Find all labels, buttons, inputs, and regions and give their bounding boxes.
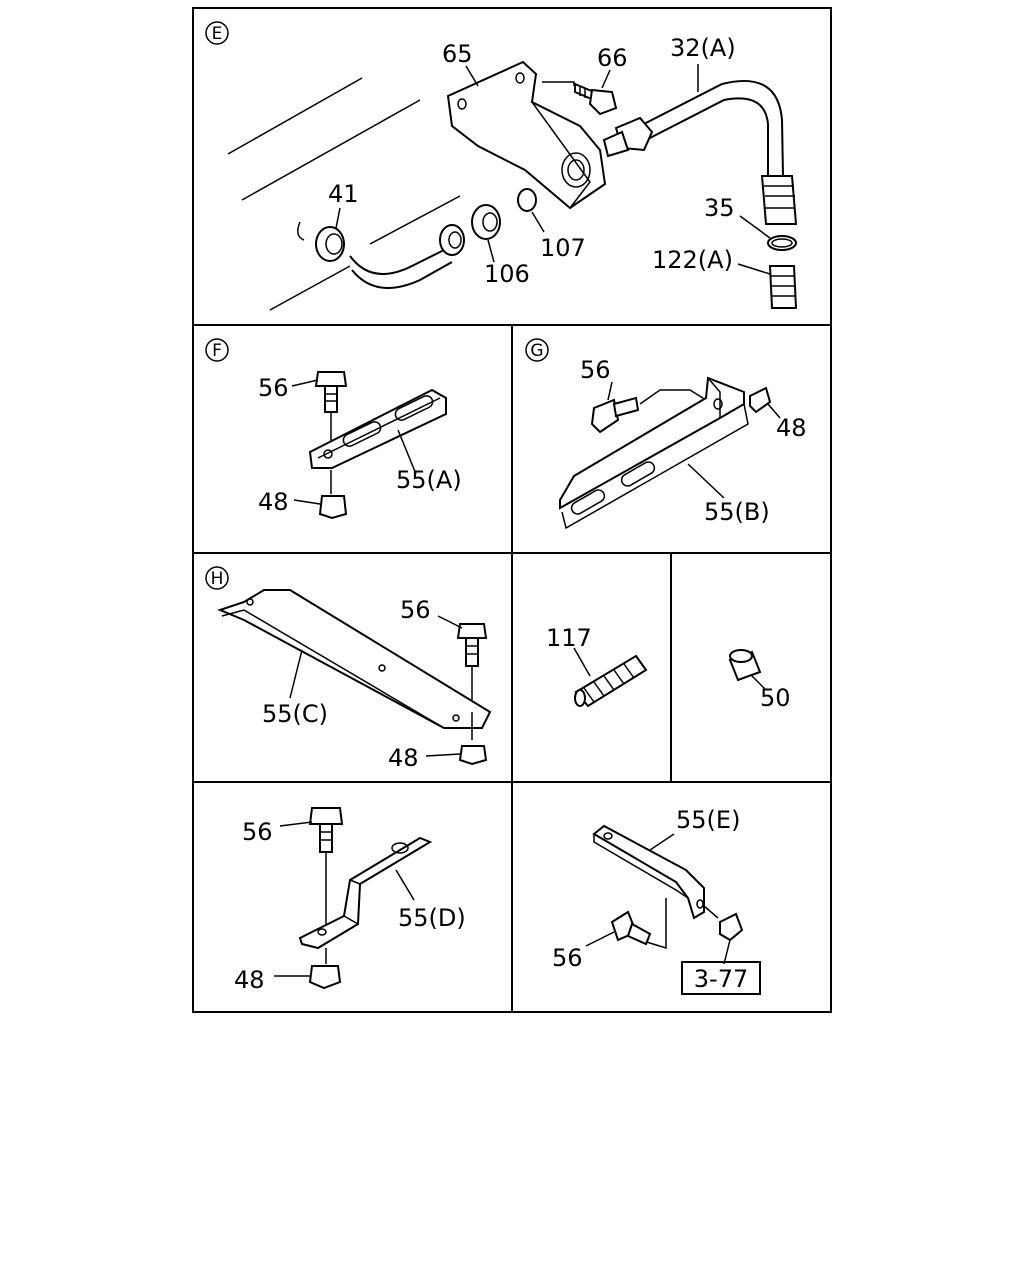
nut-48-f: [318, 470, 348, 520]
leaders-55e: [585, 833, 731, 965]
label-122a: 122(A): [652, 246, 733, 274]
label-117: 117: [546, 624, 592, 652]
label-55c: 55(C): [262, 700, 328, 728]
nut-48-h: [458, 745, 488, 766]
section-g: G 56 48 55(B): [525, 338, 807, 530]
frame-rail-lines: [227, 77, 461, 311]
fitting-122a: [768, 265, 798, 309]
label-48-g: 48: [776, 414, 807, 442]
section-f-marker: F: [205, 338, 229, 362]
section-55e: 55(E) 56 3-77: [552, 806, 761, 995]
bracket-55b: [559, 376, 749, 530]
bolt-56-g: [590, 389, 707, 434]
label-55d: 55(D): [398, 904, 466, 932]
label-56-d: 56: [242, 818, 273, 846]
label-55b: 55(B): [704, 498, 770, 526]
diagram-frame: [192, 7, 832, 1013]
bracket-55e: [592, 824, 705, 950]
label-41: 41: [328, 180, 359, 208]
svg-text:H: H: [211, 569, 224, 589]
label-56-e: 56: [552, 944, 583, 972]
label-35: 35: [704, 194, 735, 222]
label-48-f: 48: [258, 488, 289, 516]
collar-106: [471, 204, 501, 240]
washer-35: [767, 235, 797, 251]
section-h-marker: H: [205, 566, 229, 590]
nut-48-g: [749, 386, 772, 414]
label-107: 107: [540, 234, 586, 262]
leaders-g: [607, 381, 781, 499]
bolt-56-e: [610, 910, 652, 946]
section-spring: 117: [546, 624, 648, 708]
leaders-h: [289, 615, 463, 757]
washer-107: [517, 188, 537, 212]
nut-48-d: [308, 948, 342, 990]
label-106: 106: [484, 260, 530, 288]
label-56-f: 56: [258, 374, 289, 402]
bracket-55a: [308, 388, 447, 469]
leaders-e: [335, 64, 771, 275]
leaders-f: [291, 379, 417, 505]
collar-50: [728, 649, 762, 682]
section-g-marker: G: [525, 338, 549, 362]
bolt-56-d: [308, 807, 344, 926]
nut-part-e: [703, 905, 744, 942]
section-h: H 56 55(C) 48: [205, 566, 492, 772]
label-32a: 32(A): [670, 34, 736, 62]
bracket-55c: [217, 589, 492, 729]
label-48-d: 48: [234, 966, 265, 994]
section-e: E: [205, 21, 798, 311]
label-66: 66: [597, 44, 628, 72]
section-f: F 56 55(A) 48: [205, 338, 462, 520]
label-55e: 55(E): [676, 806, 740, 834]
reference-label[interactable]: 3-77: [694, 965, 748, 993]
bolt-66: [542, 81, 618, 116]
label-56-h: 56: [400, 596, 431, 624]
bolt-56-f: [314, 371, 348, 448]
bracket-55d: [298, 836, 433, 950]
pipe-41: [297, 221, 465, 289]
section-e-marker: E: [205, 21, 229, 45]
svg-text:F: F: [212, 341, 222, 361]
leaders-d: [274, 821, 415, 977]
section-d: 56 55(D) 48: [234, 807, 466, 994]
spring-117: [574, 654, 648, 708]
bolt-56-h: [456, 623, 488, 740]
section-collar: 50: [728, 649, 791, 712]
label-48-h: 48: [388, 744, 419, 772]
label-56-g: 56: [580, 356, 611, 384]
label-55a: 55(A): [396, 466, 462, 494]
bracket-65: [446, 60, 607, 210]
reference-box[interactable]: 3-77: [681, 961, 761, 995]
label-65: 65: [442, 40, 473, 68]
svg-text:G: G: [530, 341, 543, 361]
label-50: 50: [760, 684, 791, 712]
hose-32a: [602, 79, 798, 225]
svg-text:E: E: [212, 24, 223, 44]
